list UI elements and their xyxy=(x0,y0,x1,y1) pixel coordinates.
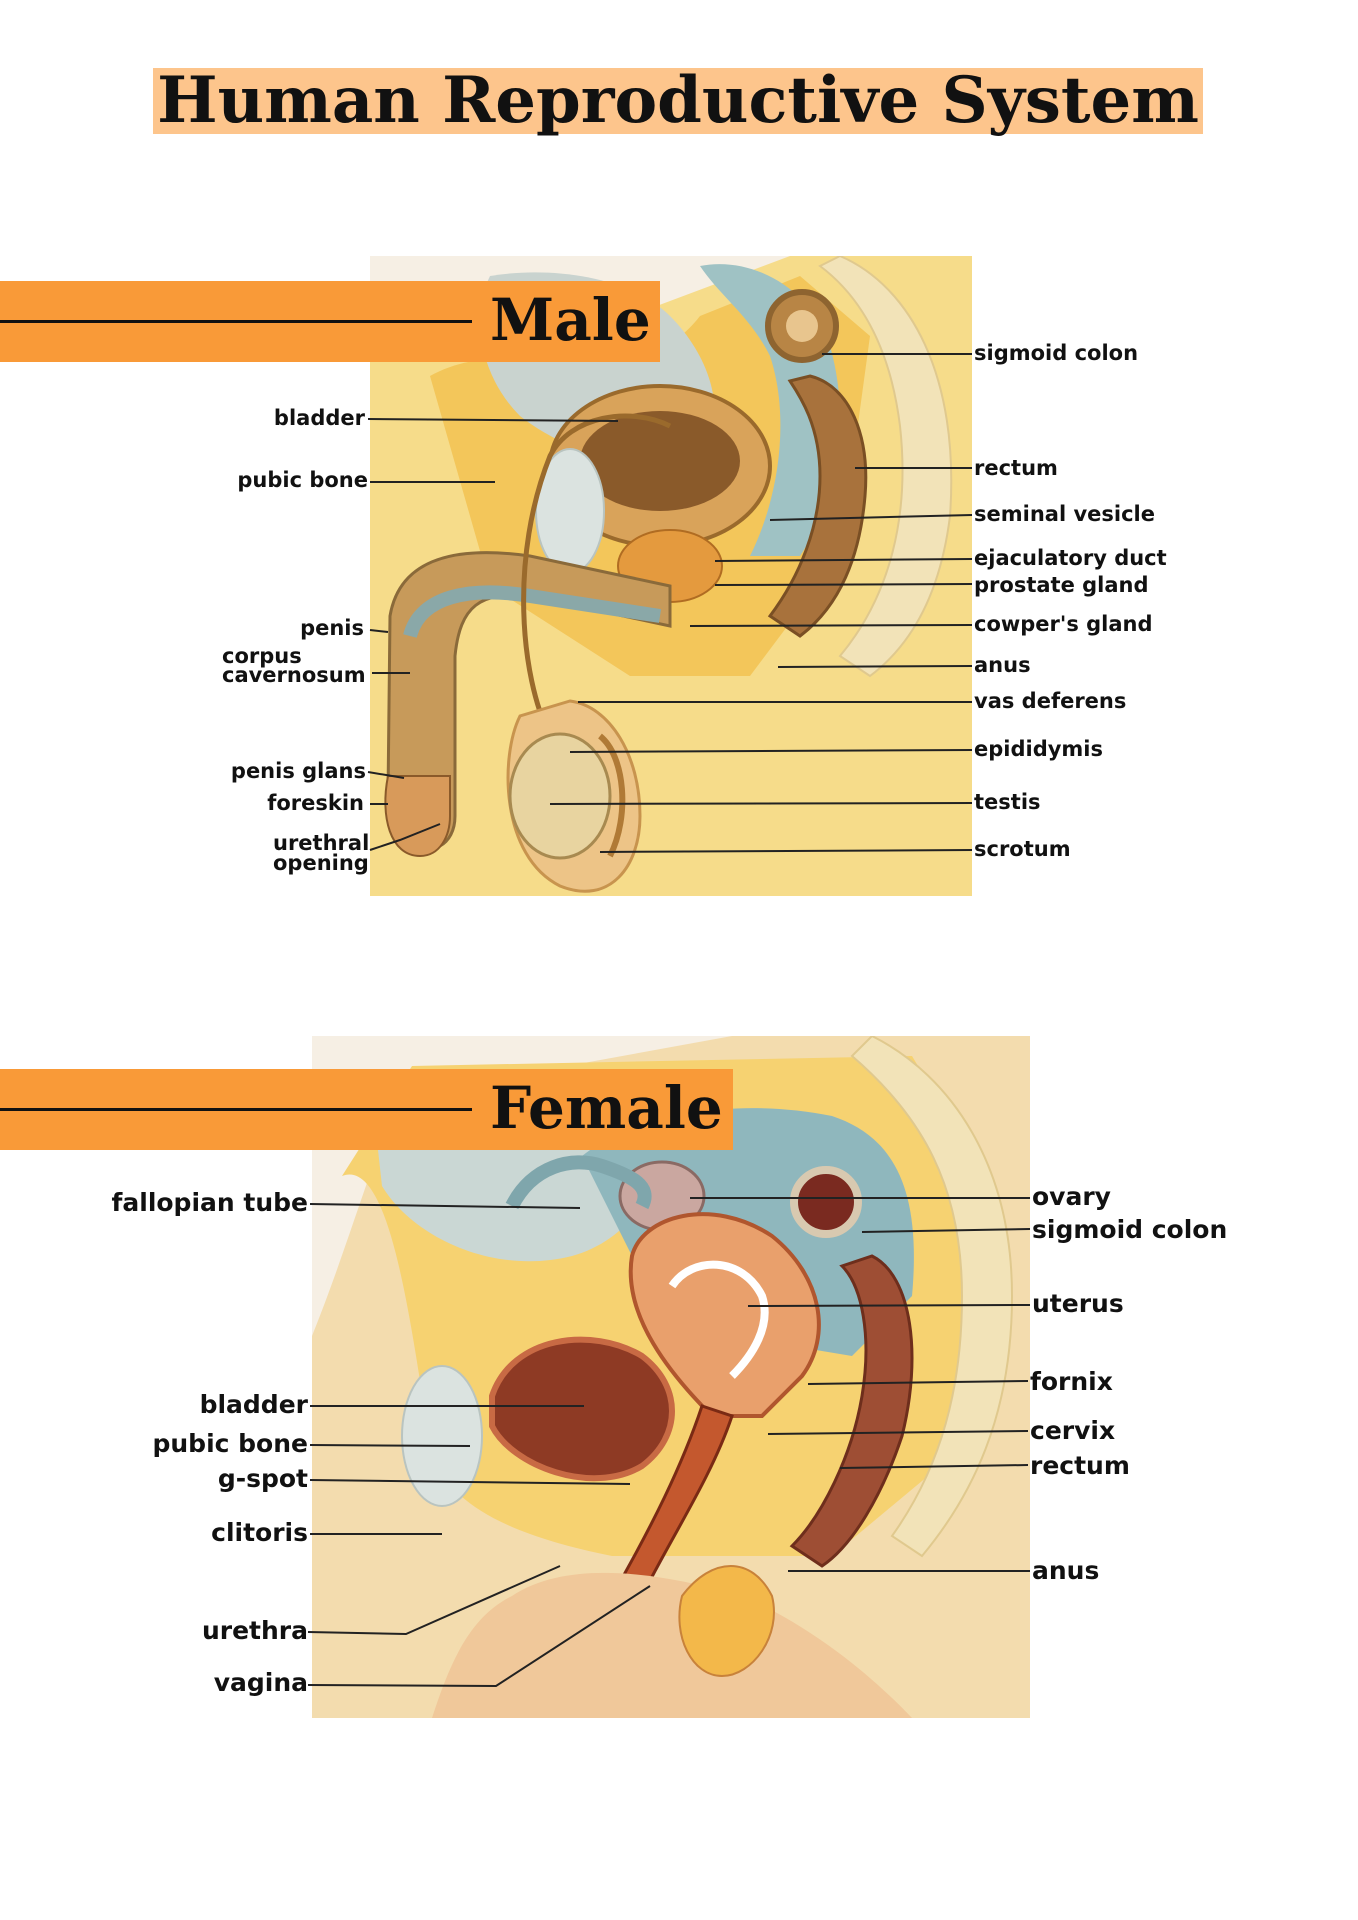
female-heading: Female xyxy=(490,1074,723,1142)
label-clitoris: clitoris xyxy=(211,1518,308,1547)
male-anatomy-illustration xyxy=(370,256,972,896)
label-anus: anus xyxy=(1032,1556,1100,1585)
label-scrotum: scrotum xyxy=(974,837,1071,861)
label-urethral: urethral xyxy=(273,831,370,855)
page-title: Human Reproductive System xyxy=(153,68,1203,134)
label-g-spot: g-spot xyxy=(217,1464,308,1493)
label-bladder: bladder xyxy=(199,1390,308,1419)
label-sigmoid-colon: sigmoid colon xyxy=(974,341,1139,365)
female-section-banner: Female xyxy=(0,1069,733,1150)
label-fornix: fornix xyxy=(1030,1367,1113,1396)
label-uterus: uterus xyxy=(1032,1289,1124,1318)
label-anus: anus xyxy=(974,653,1031,677)
label-rectum: rectum xyxy=(974,456,1058,480)
label-penis: penis xyxy=(300,616,364,640)
label-ejaculatory-duct: ejaculatory duct xyxy=(974,546,1167,570)
label-sigmoid-colon: sigmoid colon xyxy=(1032,1215,1228,1244)
label-cavernosum: cavernosum xyxy=(222,663,366,687)
banner-rule xyxy=(0,1108,472,1111)
label-pubic-bone: pubic bone xyxy=(152,1429,308,1458)
label-urethra: urethra xyxy=(201,1616,308,1645)
label-cervix: cervix xyxy=(1030,1416,1116,1445)
label-ovary: ovary xyxy=(1032,1182,1111,1211)
label-epididymis: epididymis xyxy=(974,737,1104,761)
label-cowpers-gland: cowper's gland xyxy=(974,612,1153,636)
label-vas-deferens: vas deferens xyxy=(974,689,1127,713)
label-seminal-vesicle: seminal vesicle xyxy=(974,502,1155,526)
label-opening: opening xyxy=(273,851,369,875)
label-pubic-bone: pubic bone xyxy=(237,468,368,492)
banner-rule xyxy=(0,320,472,323)
label-corpus: corpus xyxy=(222,644,302,668)
label-rectum: rectum xyxy=(1030,1451,1130,1480)
label-penis-glans: penis glans xyxy=(230,759,366,783)
label-bladder: bladder xyxy=(273,406,365,430)
label-foreskin: foreskin xyxy=(267,791,364,815)
label-vagina: vagina xyxy=(213,1668,308,1697)
label-testis: testis xyxy=(974,790,1041,814)
label-prostate-gland: prostate gland xyxy=(974,573,1149,597)
label-fallopian-tube: fallopian tube xyxy=(111,1188,309,1217)
male-heading: Male xyxy=(490,286,651,354)
male-section-banner: Male xyxy=(0,281,660,362)
